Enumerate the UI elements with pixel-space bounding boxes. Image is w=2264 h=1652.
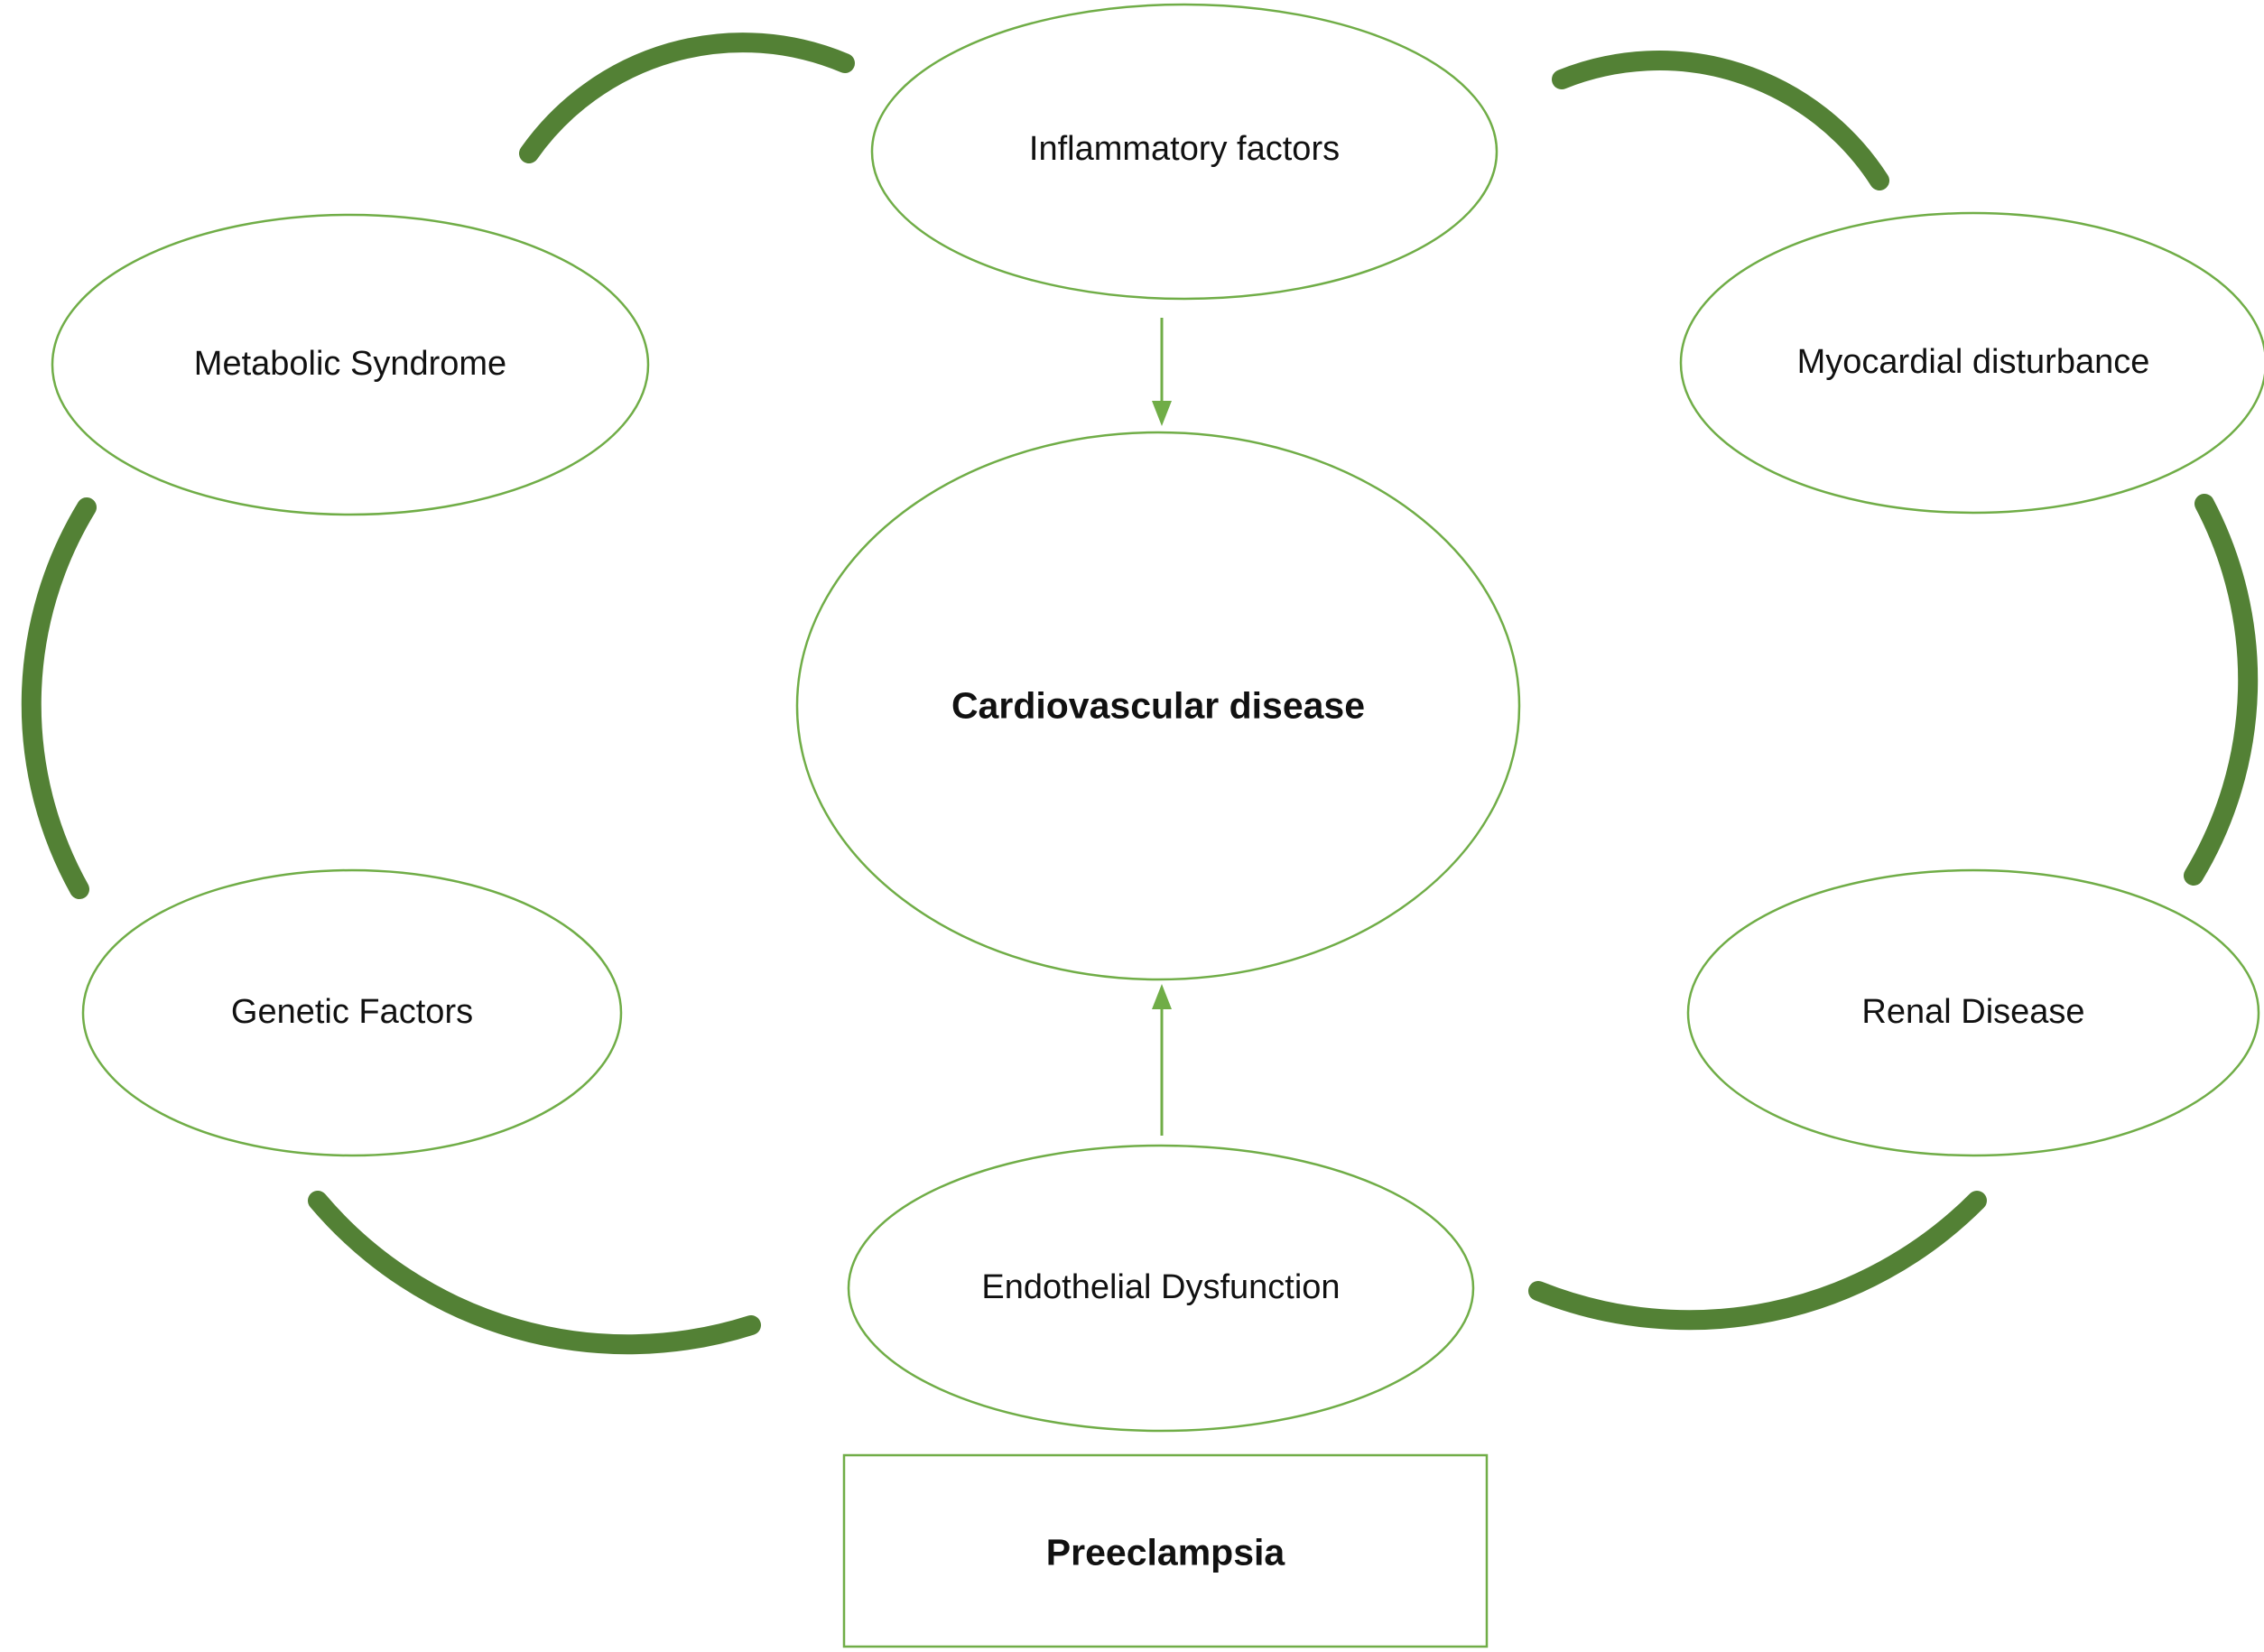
- myocardial-disturbance-label: Myocardial disturbance: [1796, 343, 2150, 382]
- preeclampsia-box: [842, 1453, 1489, 1648]
- cycle-arc-top-left: [519, 32, 855, 163]
- endothelial-dysfunction-label: Endothelial Dysfunction: [981, 1268, 1341, 1307]
- cycle-arc-left: [21, 497, 97, 899]
- cycle-arc-top-right: [1552, 51, 1889, 190]
- genetic-factors-label: Genetic Factors: [230, 993, 474, 1032]
- preeclampsia-label: Preeclampsia: [1045, 1531, 1285, 1573]
- arrow-endothelial-to-cvd-head: [1152, 984, 1172, 1009]
- cycle-arc-right: [2184, 494, 2259, 886]
- cycle-arc-bottom-right: [1528, 1191, 1987, 1331]
- genetic-factors-ellipse: [81, 868, 623, 1157]
- renal-disease-label: Renal Disease: [1861, 993, 2085, 1032]
- inflammatory-factors-label: Inflammatory factors: [1028, 130, 1341, 169]
- metabolic-syndrome-label: Metabolic Syndrome: [193, 345, 507, 384]
- cycle-arc-bottom-left: [308, 1191, 761, 1355]
- myocardial-disturbance-ellipse: [1679, 211, 2264, 515]
- metabolic-syndrome-ellipse: [51, 213, 650, 516]
- cardiovascular-disease-label: Cardiovascular disease: [951, 684, 1366, 727]
- endothelial-dysfunction-ellipse: [847, 1144, 1475, 1433]
- arrow-inflammatory-to-cvd-head: [1152, 401, 1172, 426]
- renal-disease-ellipse: [1686, 868, 2260, 1157]
- inflammatory-factors-ellipse: [870, 3, 1499, 301]
- cardiovascular-disease-ellipse: [795, 431, 1521, 981]
- arrow-inflammatory-to-cvd: [1152, 318, 1172, 426]
- arrow-endothelial-to-cvd: [1152, 984, 1172, 1136]
